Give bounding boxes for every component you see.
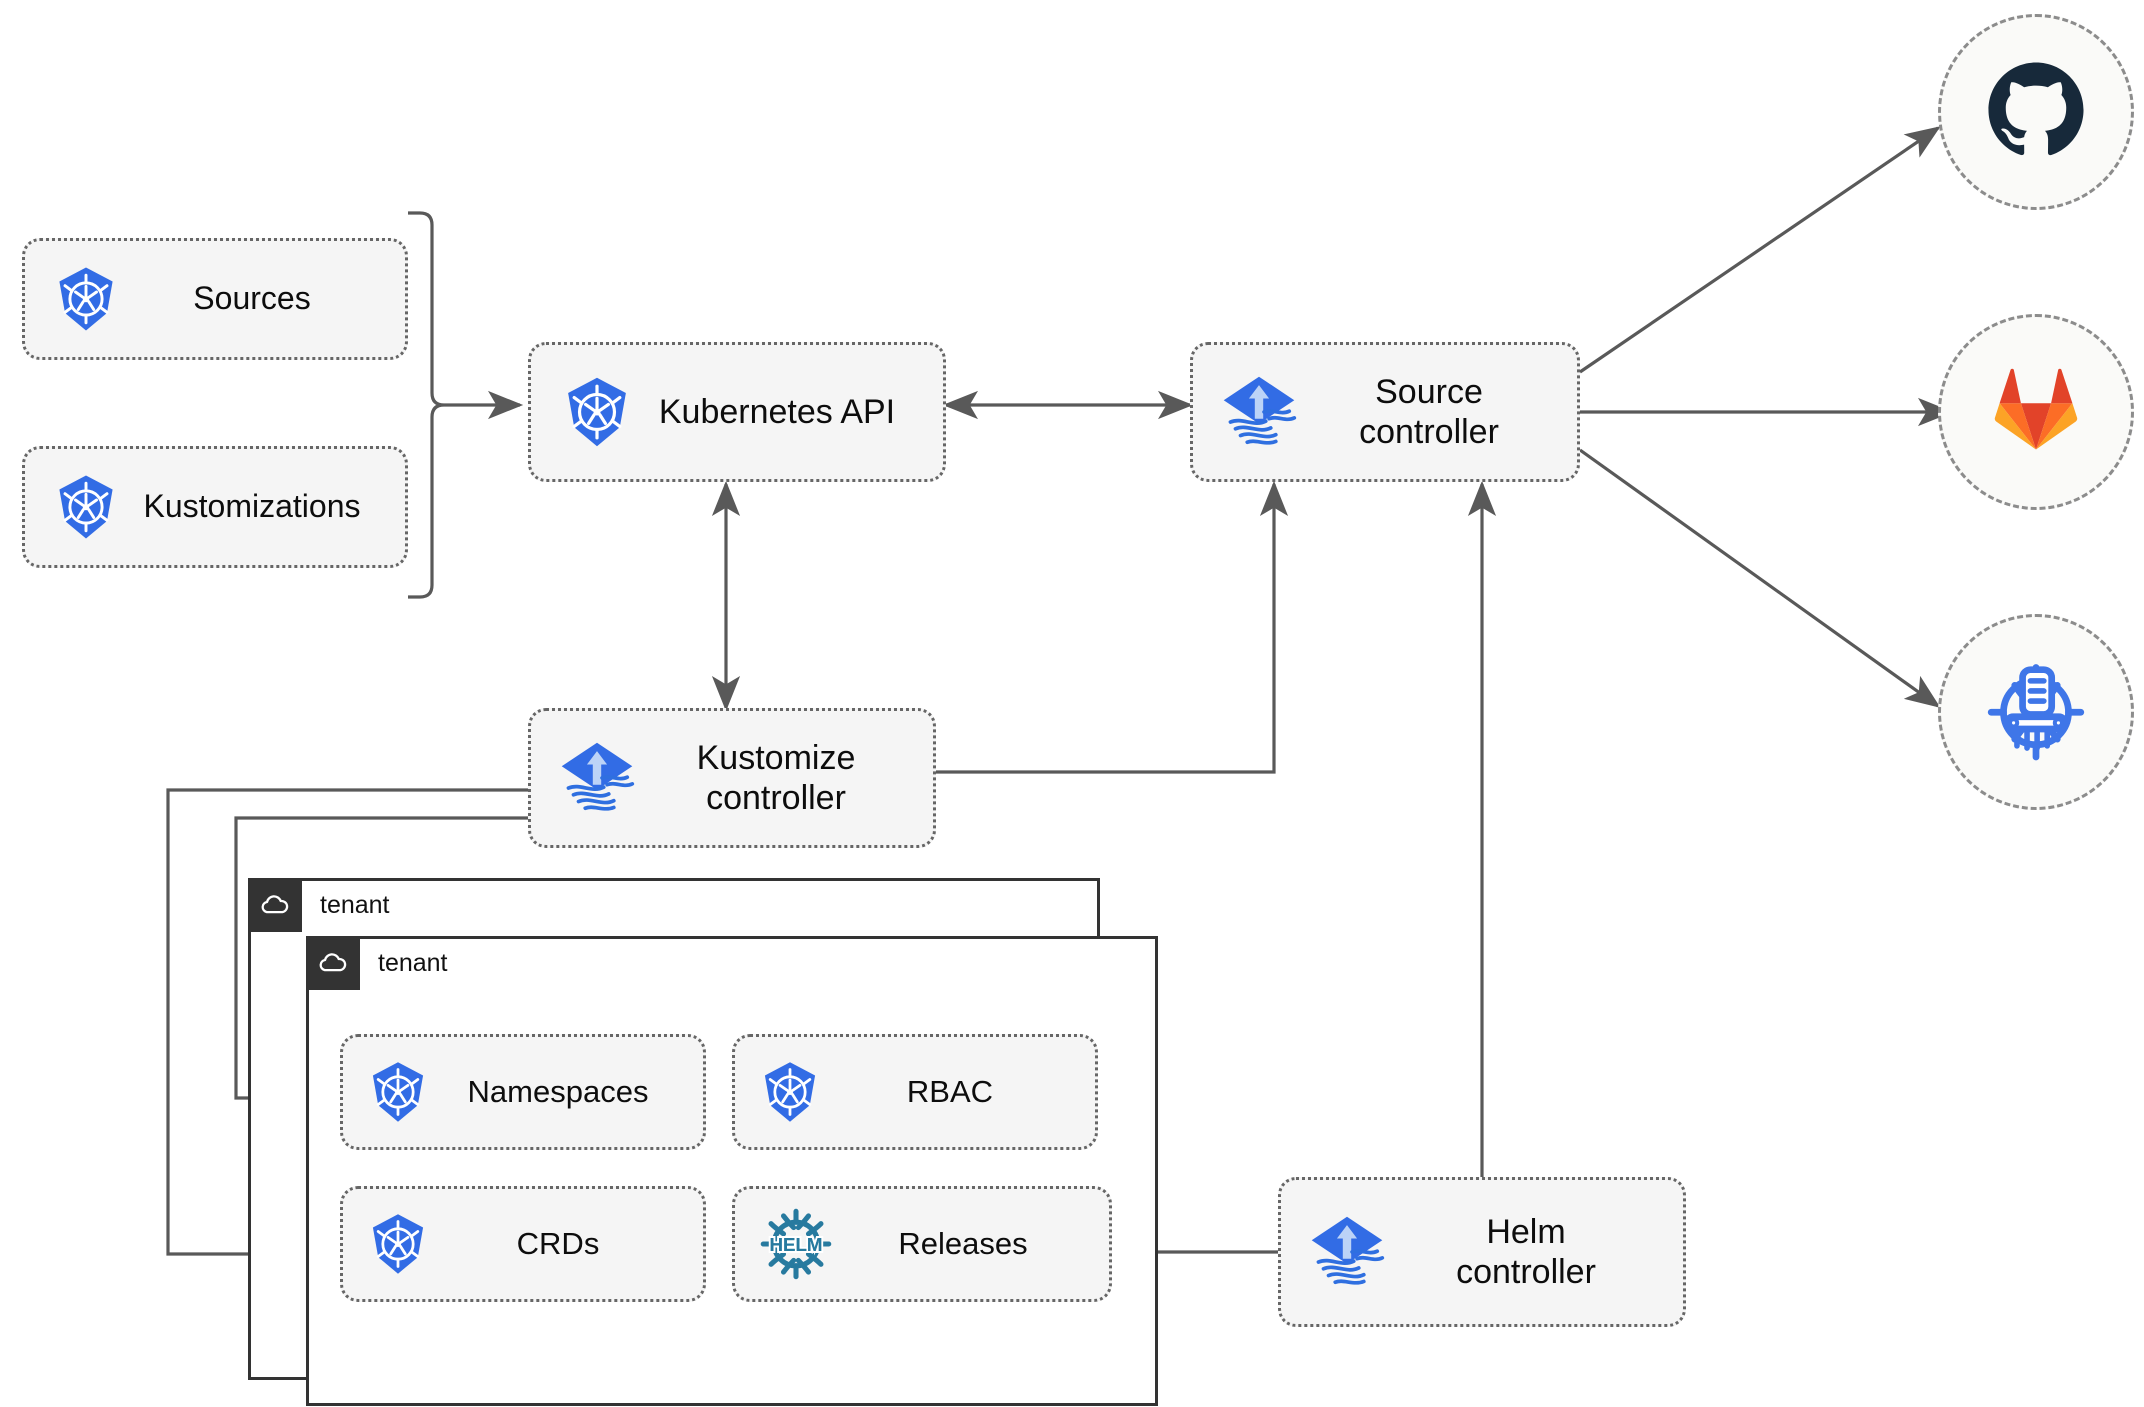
node-helm-controller[interactable]: Helm controller: [1278, 1177, 1686, 1327]
node-releases[interactable]: HELM HELM Releases: [732, 1186, 1112, 1302]
node-kustomize-controller[interactable]: Kustomize controller: [528, 708, 936, 848]
node-source-controller[interactable]: Source controller: [1190, 342, 1580, 482]
kubernetes-icon: [559, 374, 635, 450]
kubernetes-icon: [757, 1059, 823, 1125]
external-helm-repository[interactable]: [1938, 614, 2134, 810]
tenant-label: tenant: [378, 948, 448, 977]
tenant-header: tenant: [306, 936, 448, 990]
kubernetes-icon: [365, 1211, 431, 1277]
node-label: RBAC: [906, 1073, 994, 1109]
tenant-panel-inner: tenant: [306, 936, 1158, 1406]
edge-kustomize-to-source: [936, 480, 1289, 774]
node-namespaces[interactable]: Namespaces: [340, 1034, 706, 1150]
svg-text:HELM: HELM: [770, 1234, 823, 1255]
kubernetes-icon: [51, 472, 121, 542]
external-github[interactable]: [1938, 14, 2134, 210]
node-label: Releases: [898, 1225, 1028, 1261]
github-icon: [1982, 56, 2090, 169]
node-crds[interactable]: CRDs: [340, 1186, 706, 1302]
external-gitlab[interactable]: [1938, 314, 2134, 510]
helm-repo-icon: [1980, 654, 2092, 771]
flux-icon: [555, 736, 639, 820]
cloud-icon: [306, 936, 360, 990]
node-rbac[interactable]: RBAC: [732, 1034, 1098, 1150]
svg-text:HELM: HELM: [770, 1234, 823, 1255]
tenant-header: tenant: [248, 878, 390, 932]
kubernetes-icon: [365, 1059, 431, 1125]
node-label: Helm controller: [1456, 1212, 1596, 1291]
edge-source-to-helm-repo: [1579, 448, 1941, 708]
edge-bracket: [408, 211, 445, 599]
node-label: Kustomize controller: [696, 738, 856, 817]
tenant-label: tenant: [320, 890, 390, 919]
helm-icon: HELM HELM: [757, 1205, 835, 1283]
node-sources[interactable]: Sources: [22, 238, 408, 360]
flux-icon: [1217, 370, 1301, 454]
node-label: CRDs: [516, 1225, 600, 1261]
gitlab-icon: [1984, 358, 2088, 467]
node-kubernetes-api[interactable]: Kubernetes API: [528, 342, 946, 482]
node-label: Sources: [193, 280, 311, 317]
kubernetes-icon: [51, 264, 121, 334]
node-label: Source controller: [1359, 372, 1499, 451]
node-label: Kubernetes API: [658, 392, 896, 431]
cloud-icon: [248, 878, 302, 932]
node-kustomizations[interactable]: Kustomizations: [22, 446, 408, 568]
flux-icon: [1305, 1210, 1389, 1294]
edge-source-to-github: [1579, 126, 1941, 374]
node-label: Namespaces: [467, 1073, 649, 1109]
node-label: Kustomizations: [143, 488, 361, 525]
